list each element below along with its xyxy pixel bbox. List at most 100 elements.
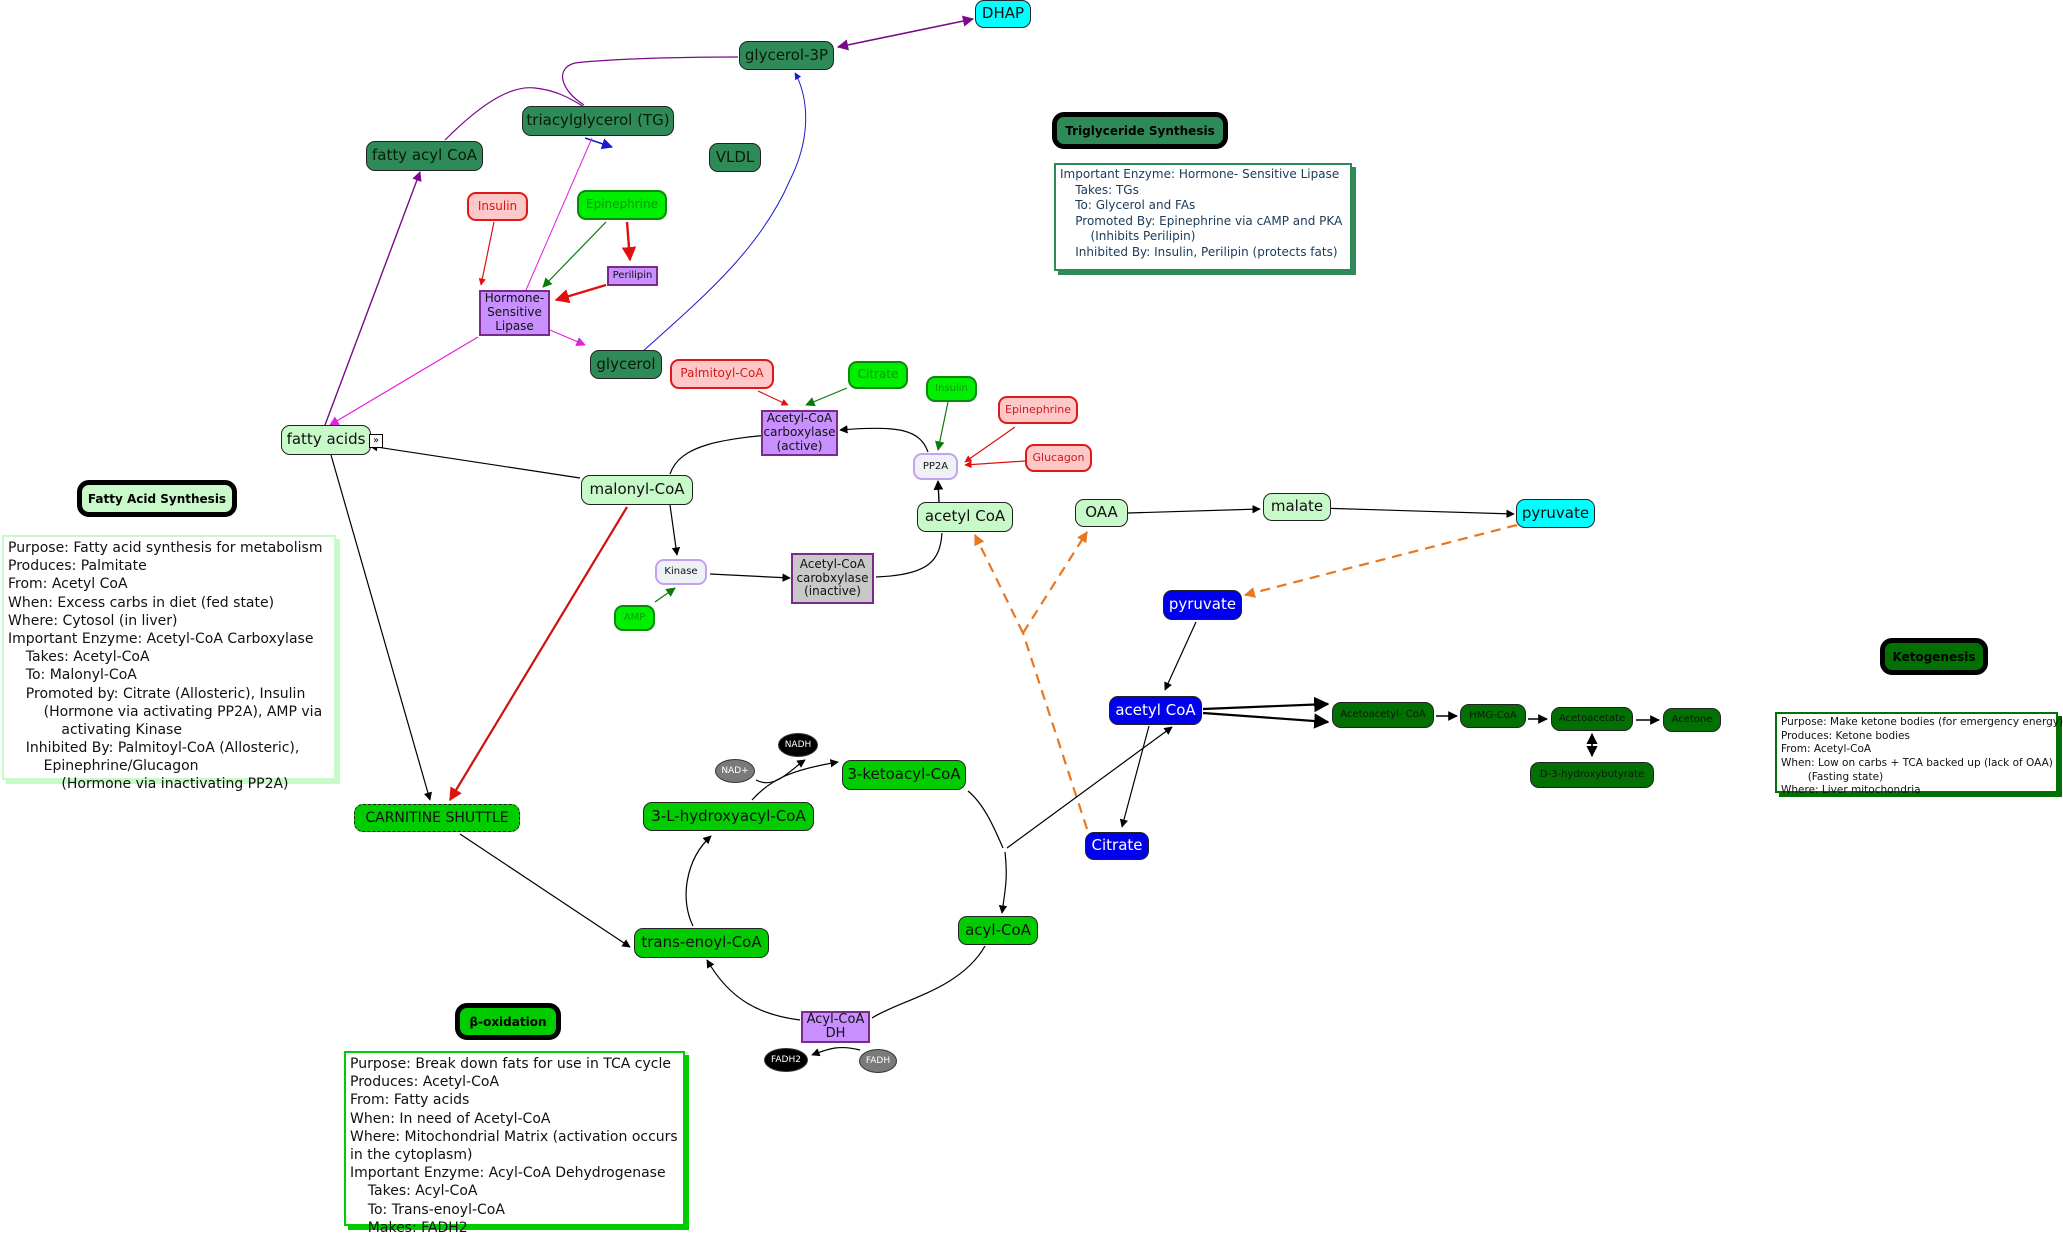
node-acetyl-coa-cytosol[interactable]: acetyl CoA — [917, 502, 1013, 532]
edge-amp-kinase — [654, 587, 676, 603]
edge-tg-hsl — [525, 137, 593, 291]
edge-glucagon-pp2a — [964, 460, 1026, 469]
node-fadh2[interactable]: FADH2 — [764, 1048, 808, 1072]
node-glucagon[interactable]: Glucagon — [1025, 444, 1092, 472]
beta-oxidation-notes: Purpose: Break down fats for use in TCA … — [344, 1051, 685, 1236]
edge-malate-pyruvate — [1317, 507, 1515, 518]
ketogenesis-notes: Purpose: Make ketone bodies (for emergen… — [1775, 712, 2063, 796]
node-malate[interactable]: malate — [1263, 493, 1331, 521]
node-acetone[interactable]: Acetone — [1663, 708, 1721, 732]
node-insulin-pp2a[interactable]: Insulin — [926, 376, 977, 402]
fatty-acid-synthesis-notes: Purpose: Fatty acid synthesis for metabo… — [2, 535, 336, 792]
edge-hsl-glycerol — [549, 329, 586, 347]
edge-acetyl-pp2a — [933, 480, 944, 503]
edge-citrate-junction — [1021, 632, 1089, 830]
edge-insulin-pp2a — [935, 401, 949, 451]
node-pp2a[interactable]: PP2A — [913, 453, 958, 480]
edge-malonyl-carnitine — [449, 506, 628, 802]
node-pyruvate-cytosol[interactable]: pyruvate — [1516, 499, 1595, 528]
node-acyl-coa[interactable]: acyl-CoA — [958, 916, 1038, 945]
node-acetyl-coa-mito[interactable]: acetyl CoA — [1109, 696, 1202, 725]
edge-carnitine-transenoyl — [459, 833, 631, 948]
edge-kinase-accinactive — [709, 573, 791, 582]
node-d3-hydroxybutyrate[interactable]: D-3-hydroxybutyrate — [1530, 762, 1654, 788]
edge-tg-vldl — [584, 137, 614, 150]
edge-acetylmito-acetoacetyl1 — [1202, 696, 1330, 713]
edge-citrate-acc — [805, 387, 848, 407]
edge-ketoacyl-junction — [967, 790, 1004, 849]
node-nad-plus[interactable]: NAD+ — [715, 759, 755, 783]
node-trans-enoyl-coa[interactable]: trans-enoyl-CoA — [634, 928, 769, 958]
node-acc-inactive[interactable]: Acetyl-CoA carobxylase (inactive) — [791, 553, 874, 604]
ketogenesis-title: Ketogenesis — [1880, 638, 1988, 675]
edge-g3p-dhap — [836, 15, 975, 51]
node-3-ketoacyl-coa[interactable]: 3-ketoacyl-CoA — [842, 760, 966, 790]
edge-epi-perilipin — [621, 221, 637, 262]
node-dhap[interactable]: DHAP — [975, 0, 1031, 28]
node-acc-active[interactable]: Acetyl-CoA carboxylase (active) — [761, 410, 838, 456]
node-hmg-coa[interactable]: HMG-CoA — [1460, 704, 1526, 728]
edge-pyrmito-acetylmito — [1164, 621, 1197, 691]
node-fatty-acids[interactable]: fatty acids — [281, 425, 371, 455]
triglyceride-synthesis-title: Triglyceride Synthesis — [1052, 112, 1228, 149]
node-kinase[interactable]: Kinase — [655, 559, 707, 585]
node-hormone-sensitive-lipase[interactable]: Hormone- Sensitive Lipase — [479, 290, 550, 336]
node-malonyl-coa[interactable]: malonyl-CoA — [581, 475, 693, 505]
edge-transenoyl-hydroxyacyl — [685, 835, 712, 927]
node-acyl-coa-dh[interactable]: Acyl-CoA DH — [801, 1011, 870, 1043]
edge-fadh-fadh2 — [811, 1046, 861, 1057]
edge-oaa-malate — [1127, 505, 1261, 514]
edge-malonyl-fa — [369, 442, 581, 479]
edge-epi-pp2a — [964, 426, 1016, 463]
edge-accinactive-acetyl — [875, 532, 943, 578]
edge-hsl-fa — [329, 336, 479, 426]
node-acetoacetate[interactable]: Acetoacetate — [1551, 707, 1633, 731]
edge-junction-acetylmito — [1006, 726, 1173, 849]
expand-icon[interactable]: » — [369, 434, 383, 448]
node-triacylglycerol[interactable]: triacylglycerol (TG) — [522, 106, 674, 136]
edge-epi-hsl — [542, 221, 607, 288]
node-carnitine-shuttle[interactable]: CARNITINE SHUTTLE — [354, 804, 520, 832]
node-insulin-hsl[interactable]: Insulin — [467, 192, 528, 221]
node-nadh[interactable]: NADH — [778, 733, 818, 757]
node-vldl[interactable]: VLDL — [709, 143, 761, 172]
node-citrate-mito[interactable]: Citrate — [1085, 832, 1149, 860]
edge-g3p-tg — [562, 56, 739, 106]
node-palmitoyl-coa[interactable]: Palmitoyl-CoA — [670, 359, 774, 389]
edge-pyrcyto-pyrmito — [1243, 523, 1518, 598]
edge-junction-oaa — [1022, 531, 1088, 634]
edge-acylcoa-dh — [871, 945, 986, 1019]
fatty-acid-synthesis-title: Fatty Acid Synthesis — [77, 480, 237, 517]
node-perilipin[interactable]: Perilipin — [607, 266, 658, 286]
node-fadh[interactable]: FADH — [859, 1049, 897, 1073]
edge-glycerol-g3p — [641, 72, 807, 353]
node-epinephrine-hsl[interactable]: Epinephrine — [577, 190, 667, 220]
node-glycerol[interactable]: glycerol — [590, 350, 662, 379]
edge-malonyl-kinase — [669, 504, 681, 556]
edge-junction-acetylcyto — [974, 534, 1024, 634]
node-glycerol-3p[interactable]: glycerol-3P — [739, 41, 834, 70]
edge-palmitoyl-acc — [757, 390, 789, 406]
node-oaa[interactable]: OAA — [1075, 499, 1128, 527]
edge-insulin-hsl — [478, 221, 495, 286]
edge-acetylmito-citrate — [1119, 725, 1150, 828]
edge-facoa-tg — [444, 87, 585, 141]
triglyceride-synthesis-notes: Important Enzyme: Hormone- Sensitive Lip… — [1054, 163, 1352, 271]
node-acetoacetyl-coa[interactable]: Acetoacetyl- CoA — [1332, 702, 1434, 728]
node-amp[interactable]: AMP — [614, 605, 655, 631]
edge-nad-nadh — [755, 759, 806, 784]
node-epinephrine-pp2a[interactable]: Epinephrine — [998, 396, 1078, 424]
edge-pp2a-acc — [839, 425, 929, 453]
edge-dh-transenoyl — [706, 959, 801, 1021]
node-pyruvate-mito[interactable]: pyruvate — [1163, 590, 1242, 620]
node-fatty-acyl-coa[interactable]: fatty acyl CoA — [366, 141, 483, 171]
edge-acetylmito-acetoacetyl2 — [1202, 711, 1330, 729]
node-citrate-regulator[interactable]: Citrate — [848, 361, 908, 389]
beta-oxidation-title: β-oxidation — [455, 1003, 561, 1040]
edge-fa-facoa — [324, 171, 422, 426]
edge-junction-acylcoa — [998, 851, 1008, 914]
edge-fa-carnitine — [330, 454, 432, 801]
edge-perilipin-hsl — [554, 283, 607, 304]
node-3-l-hydroxyacyl-coa[interactable]: 3-L-hydroxyacyl-CoA — [643, 802, 814, 831]
